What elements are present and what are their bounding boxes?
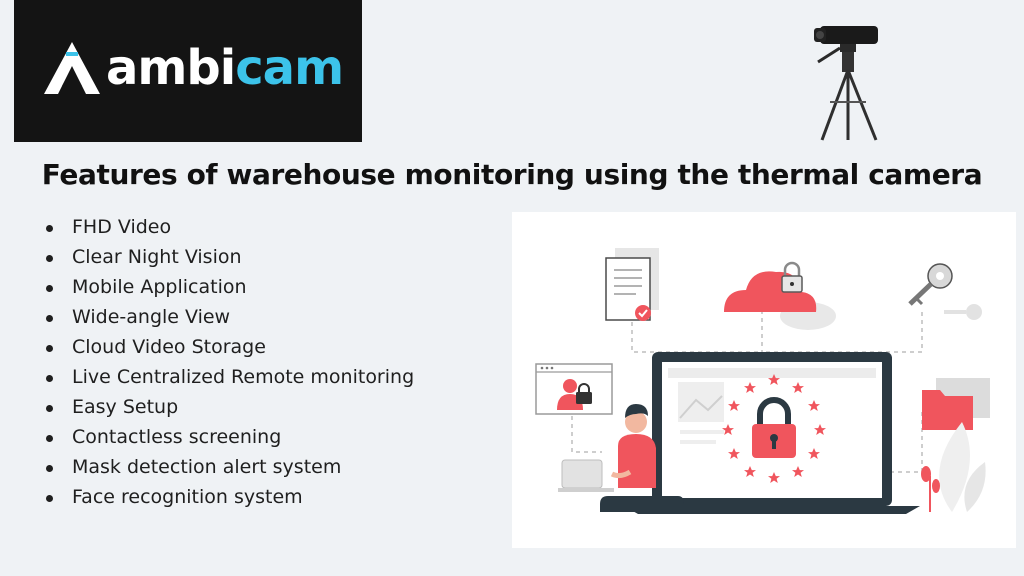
feature-item: Clear Night Vision (40, 242, 480, 272)
ambicam-logo-icon (44, 42, 100, 94)
plant-icon (921, 422, 986, 512)
feature-item: Easy Setup (40, 392, 480, 422)
feature-item: Face recognition system (40, 482, 480, 512)
brand-name: ambicam (106, 44, 344, 92)
feature-item: Live Centralized Remote monitoring (40, 362, 480, 392)
document-check-icon (605, 248, 659, 321)
security-illustration (512, 212, 1016, 548)
laptop-padlock-icon (624, 352, 920, 514)
feature-item: FHD Video (40, 212, 480, 242)
feature-item: Contactless screening (40, 422, 480, 452)
thermal-camera-tripod-icon (814, 26, 878, 141)
logo-box: ambicam (14, 0, 362, 142)
feature-item: Mask detection alert system (40, 452, 480, 482)
brand-name-part1: ambi (106, 40, 236, 96)
brand-name-part2: cam (235, 40, 344, 96)
key-icon (908, 263, 982, 320)
person-laptop-figure (558, 404, 684, 512)
cloud-lock-icon (724, 261, 836, 330)
feature-item: Cloud Video Storage (40, 332, 480, 362)
feature-item: Wide-angle View (40, 302, 480, 332)
user-lock-window-icon (535, 363, 613, 415)
folder-icon (922, 378, 990, 430)
feature-list: FHD Video Clear Night Vision Mobile Appl… (40, 212, 480, 512)
page-headline: Features of warehouse monitoring using t… (41, 158, 983, 191)
feature-item: Mobile Application (40, 272, 480, 302)
security-illustration-art (535, 248, 990, 514)
